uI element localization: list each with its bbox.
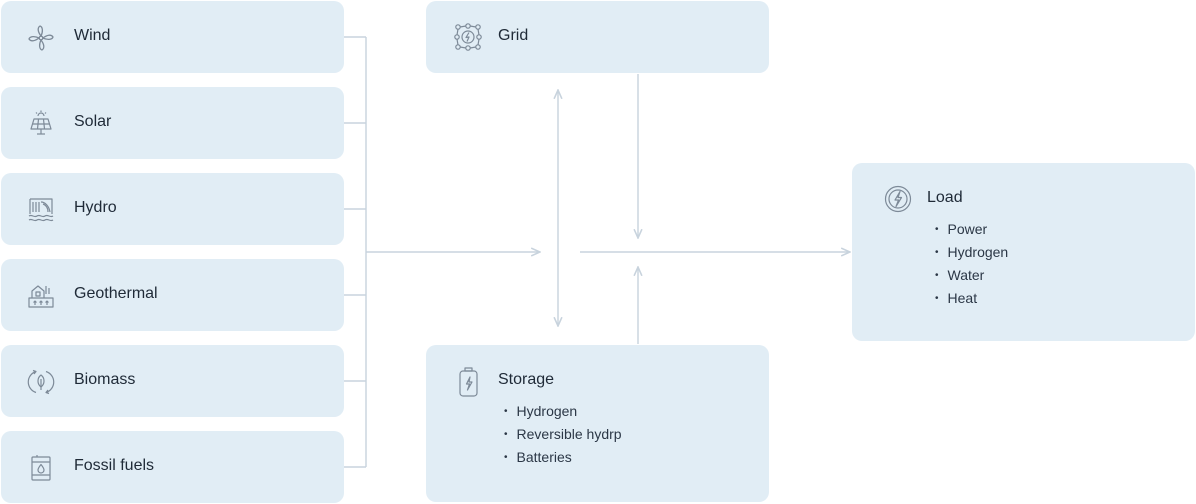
- battery-icon: [456, 367, 482, 397]
- source-box-biomass: Biomass: [1, 345, 344, 417]
- source-label: Biomass: [74, 371, 136, 388]
- wind-turbine-icon: [27, 24, 55, 52]
- source-label: Wind: [74, 27, 111, 44]
- list-item: Hydrogen: [935, 242, 1009, 265]
- source-label: Fossil fuels: [74, 457, 155, 474]
- source-box-hydro: Hydro: [1, 173, 344, 245]
- list-item: Reversible hydrp: [504, 424, 622, 447]
- source-box-geothermal: Geothermal: [1, 259, 344, 331]
- solar-panel-icon: [27, 110, 55, 138]
- storage-box: Storage Hydrogen Reversible hydrp Batter…: [426, 345, 769, 502]
- source-label: Hydro: [74, 199, 117, 216]
- list-item: Hydrogen: [504, 401, 622, 424]
- list-item: Power: [935, 219, 1008, 242]
- fossil-fuel-barrel-icon: [27, 454, 55, 482]
- list-item: Batteries: [504, 447, 622, 470]
- power-load-icon: [884, 185, 912, 213]
- geothermal-icon: [27, 282, 55, 310]
- source-label: Solar: [74, 113, 112, 130]
- hydro-dam-icon: [27, 196, 55, 224]
- grid-icon: [454, 23, 482, 51]
- source-box-fossil: Fossil fuels: [1, 431, 344, 503]
- source-box-solar: Solar: [1, 87, 344, 159]
- list-item: Water: [935, 265, 1008, 288]
- storage-label: Storage: [498, 371, 555, 388]
- grid-label: Grid: [498, 27, 529, 44]
- load-box: Load Power Hydrogen Water Heat: [852, 163, 1195, 341]
- grid-box: Grid: [426, 1, 769, 73]
- storage-list: Hydrogen Reversible hydrp Batteries: [504, 401, 622, 470]
- load-list: Power Hydrogen Water Heat: [935, 219, 1009, 311]
- biomass-leaf-icon: [27, 368, 55, 396]
- load-label: Load: [927, 189, 963, 206]
- source-box-wind: Wind: [1, 1, 344, 73]
- source-label: Geothermal: [74, 285, 158, 302]
- list-item: Heat: [935, 288, 1008, 311]
